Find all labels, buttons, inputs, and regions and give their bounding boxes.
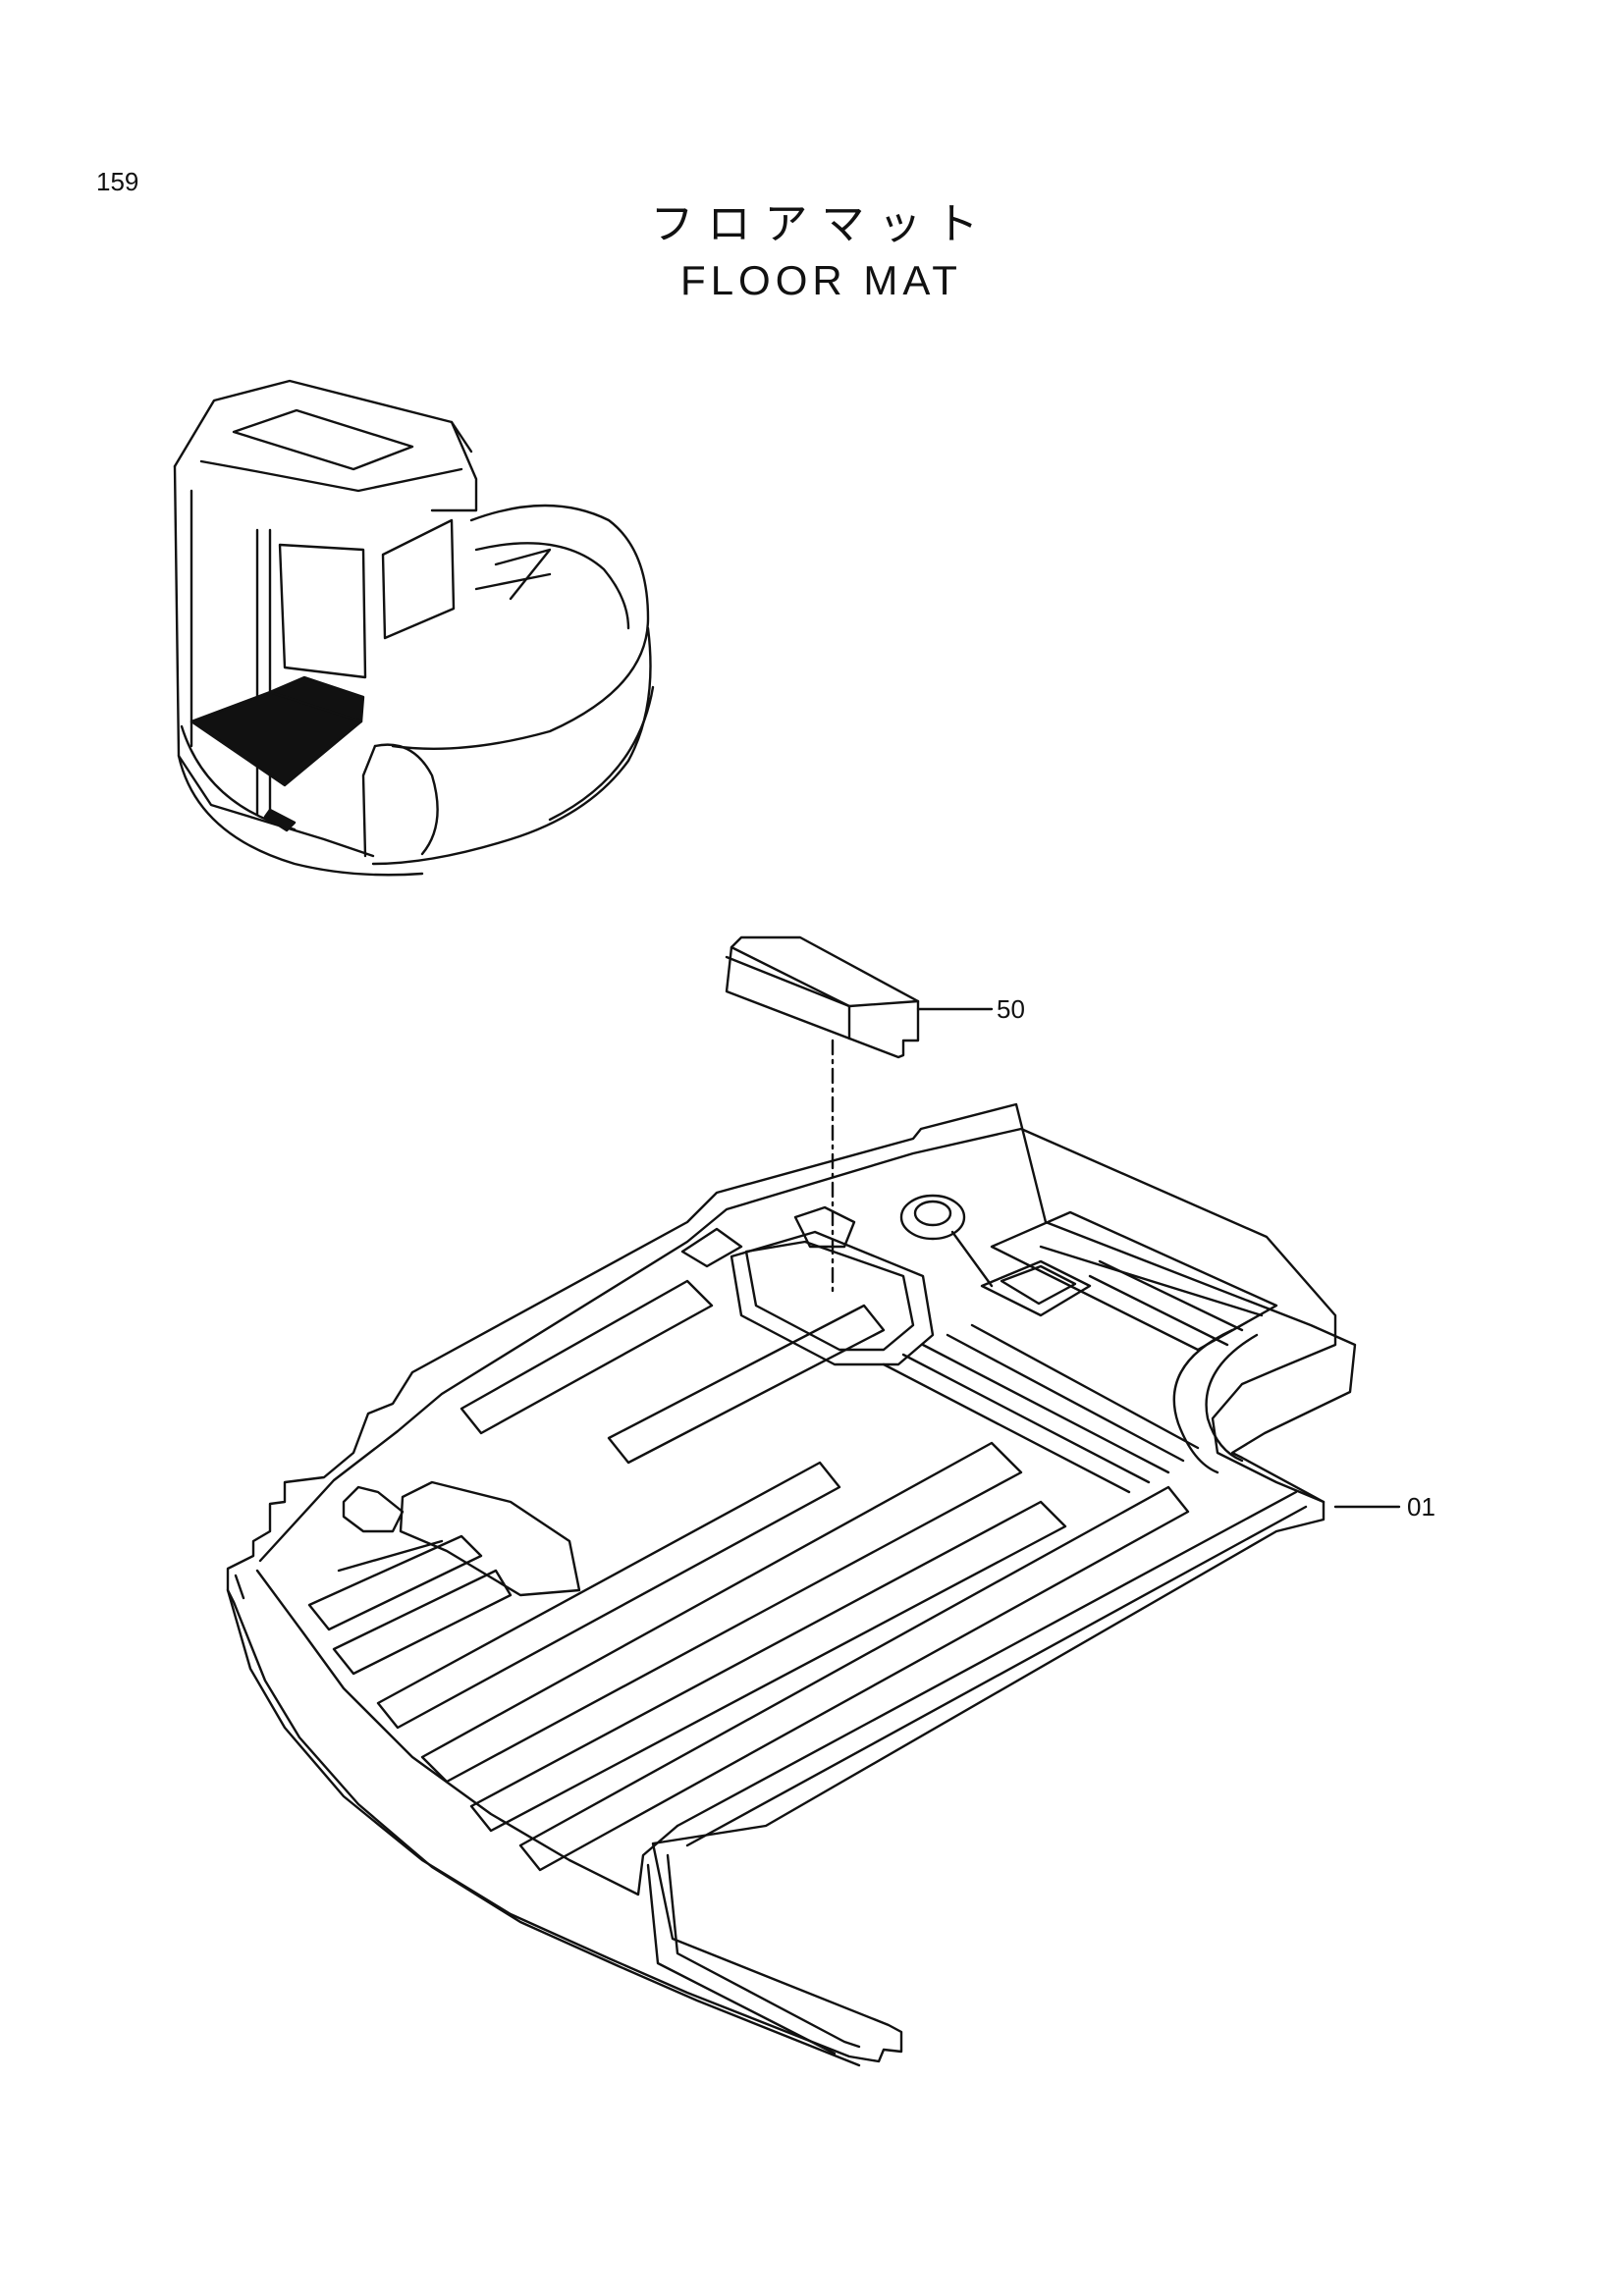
title-japanese: フロアマット [650,199,993,249]
page-number: 159 [96,167,139,196]
part-50-pad [725,935,994,1298]
callout-50-label: 50 [997,994,1025,1024]
callout-01-label: 01 [1407,1492,1435,1522]
excavator-overview [173,379,655,877]
title-block: フロアマット FLOOR MAT [0,196,1623,308]
part-01-floor-mat [226,1102,1401,2067]
title-english: FLOOR MAT [680,257,962,303]
